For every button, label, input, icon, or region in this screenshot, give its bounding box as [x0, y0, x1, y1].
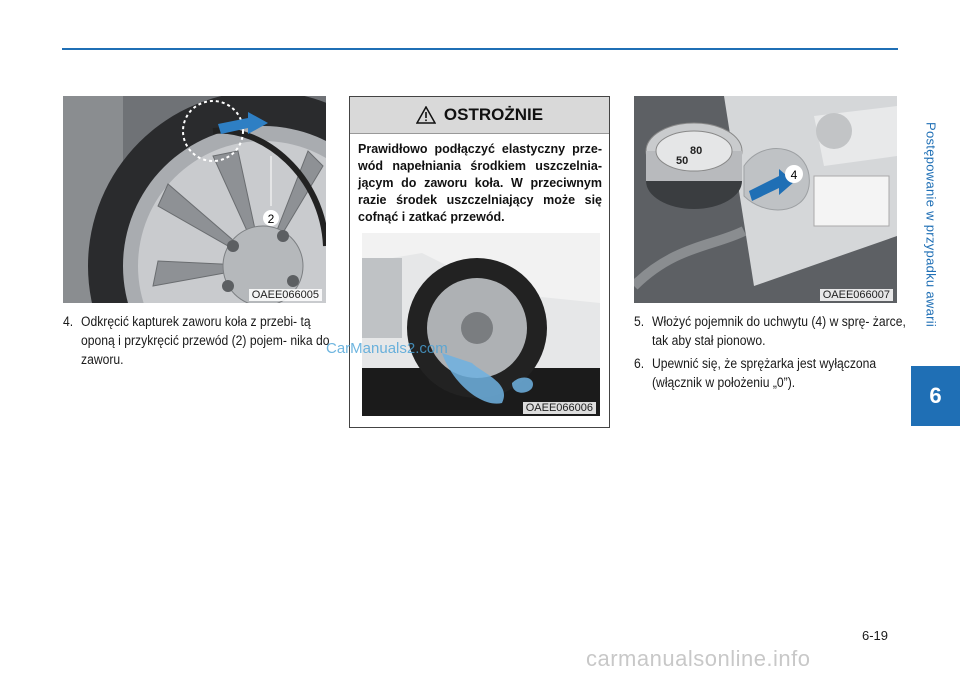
warning-text: Prawidłowo podłączyć elastyczny prze- wó… — [358, 142, 602, 224]
figure-sealant-leak: OAEE066006 — [362, 233, 600, 416]
chapter-side-title: Postępowanie w przypadku awarii — [923, 122, 939, 328]
sealant-leak-illustration — [362, 233, 600, 416]
step-item: 4. Odkręcić kapturek zaworu koła z przeb… — [63, 312, 344, 369]
callout-4: 4 — [791, 168, 798, 182]
step-text: Włożyć pojemnik do uchwytu (4) w sprę- ż… — [652, 314, 906, 348]
watermark: CarManuals2.com — [326, 340, 448, 357]
right-steps: 5. Włożyć pojemnik do uchwytu (4) w sprę… — [634, 312, 906, 396]
step-item: 6. Upewnić się, że sprężarka jest wyłącz… — [634, 354, 915, 392]
warning-header: OSTROŻNIE — [350, 97, 609, 134]
figure-code: OAEE066006 — [522, 402, 596, 414]
gauge-value-80: 80 — [690, 145, 702, 157]
figure-compressor: 4 80 50 OAEE066007 — [634, 96, 897, 303]
step-number: 6. — [634, 356, 645, 371]
warning-title: OSTROŻNIE — [443, 105, 544, 124]
figure-code: OAEE066005 — [248, 289, 322, 301]
header-rule — [62, 48, 898, 50]
left-steps: 4. Odkręcić kapturek zaworu koła z przeb… — [63, 312, 330, 373]
step-text: Odkręcić kapturek zaworu koła z przebi- … — [81, 314, 330, 367]
step-number: 5. — [634, 314, 645, 329]
chapter-tab[interactable]: 6 — [911, 366, 960, 426]
footer-watermark: carmanualsonline.info — [586, 646, 811, 671]
page-number: 6-19 — [862, 628, 889, 643]
step-item: 5. Włożyć pojemnik do uchwytu (4) w sprę… — [634, 312, 915, 350]
warning-box: OSTROŻNIE Prawidłowo podłączyć elastyczn… — [349, 96, 610, 428]
gauge-value-50: 50 — [676, 155, 688, 167]
figure-code: OAEE066007 — [819, 289, 893, 301]
step-number: 4. — [63, 314, 74, 329]
warning-triangle-icon — [415, 106, 436, 124]
compressor-illustration: 4 80 50 — [634, 96, 897, 303]
step-text: Upewnić się, że sprężarka jest wyłączona… — [652, 356, 877, 390]
callout-2: 2 — [268, 212, 275, 226]
tire-valve-illustration: 2 — [63, 96, 326, 303]
figure-tire-valve: 2 OAEE066005 — [63, 96, 326, 303]
